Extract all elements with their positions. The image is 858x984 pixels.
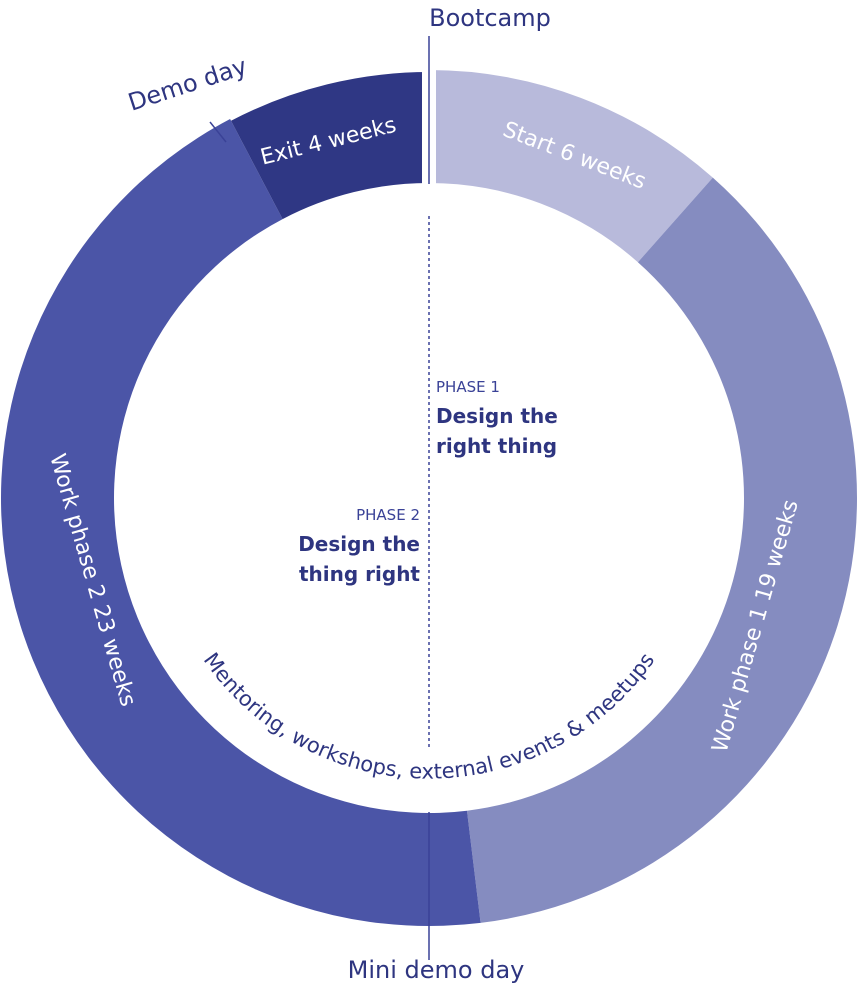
phase-1-kicker: PHASE 1 xyxy=(436,378,500,396)
phase-1-title-line2: right thing xyxy=(436,434,557,458)
segment-start xyxy=(429,70,713,263)
milestone-mini-demo-day: Mini demo day xyxy=(348,956,525,984)
phase-1-title-line1: Design the xyxy=(436,404,558,428)
demo-day-marker xyxy=(209,121,227,143)
milestone-demo-day: Demo day xyxy=(125,52,251,117)
segment-exit xyxy=(231,72,429,220)
segment-work-phase-2 xyxy=(0,119,481,926)
phase-2-title-line2: thing right xyxy=(299,562,420,586)
phase-2-kicker: PHASE 2 xyxy=(356,506,420,524)
milestone-bootcamp: Bootcamp xyxy=(429,4,551,32)
phase-2-title-line1: Design the xyxy=(298,532,420,556)
segment-work-phase-1 xyxy=(466,177,857,923)
